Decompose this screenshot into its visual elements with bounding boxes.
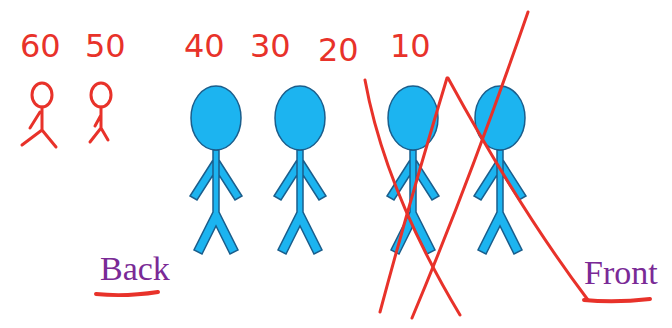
position-number: 40	[184, 30, 225, 62]
underline	[584, 299, 650, 301]
cross-out	[365, 12, 588, 318]
person-figure	[190, 86, 242, 254]
position-number: 10	[390, 30, 431, 62]
queue-end-label: Back	[100, 252, 170, 286]
position-number: 50	[85, 30, 126, 62]
person-figure	[274, 86, 326, 254]
person-figures	[190, 86, 526, 254]
position-number: 30	[250, 30, 291, 62]
position-number: 60	[20, 30, 61, 62]
stick-figure	[90, 83, 111, 142]
stick-figure	[22, 83, 56, 147]
underline	[96, 292, 158, 295]
position-number: 20	[318, 34, 359, 66]
queue-end-label: Front	[584, 256, 658, 290]
